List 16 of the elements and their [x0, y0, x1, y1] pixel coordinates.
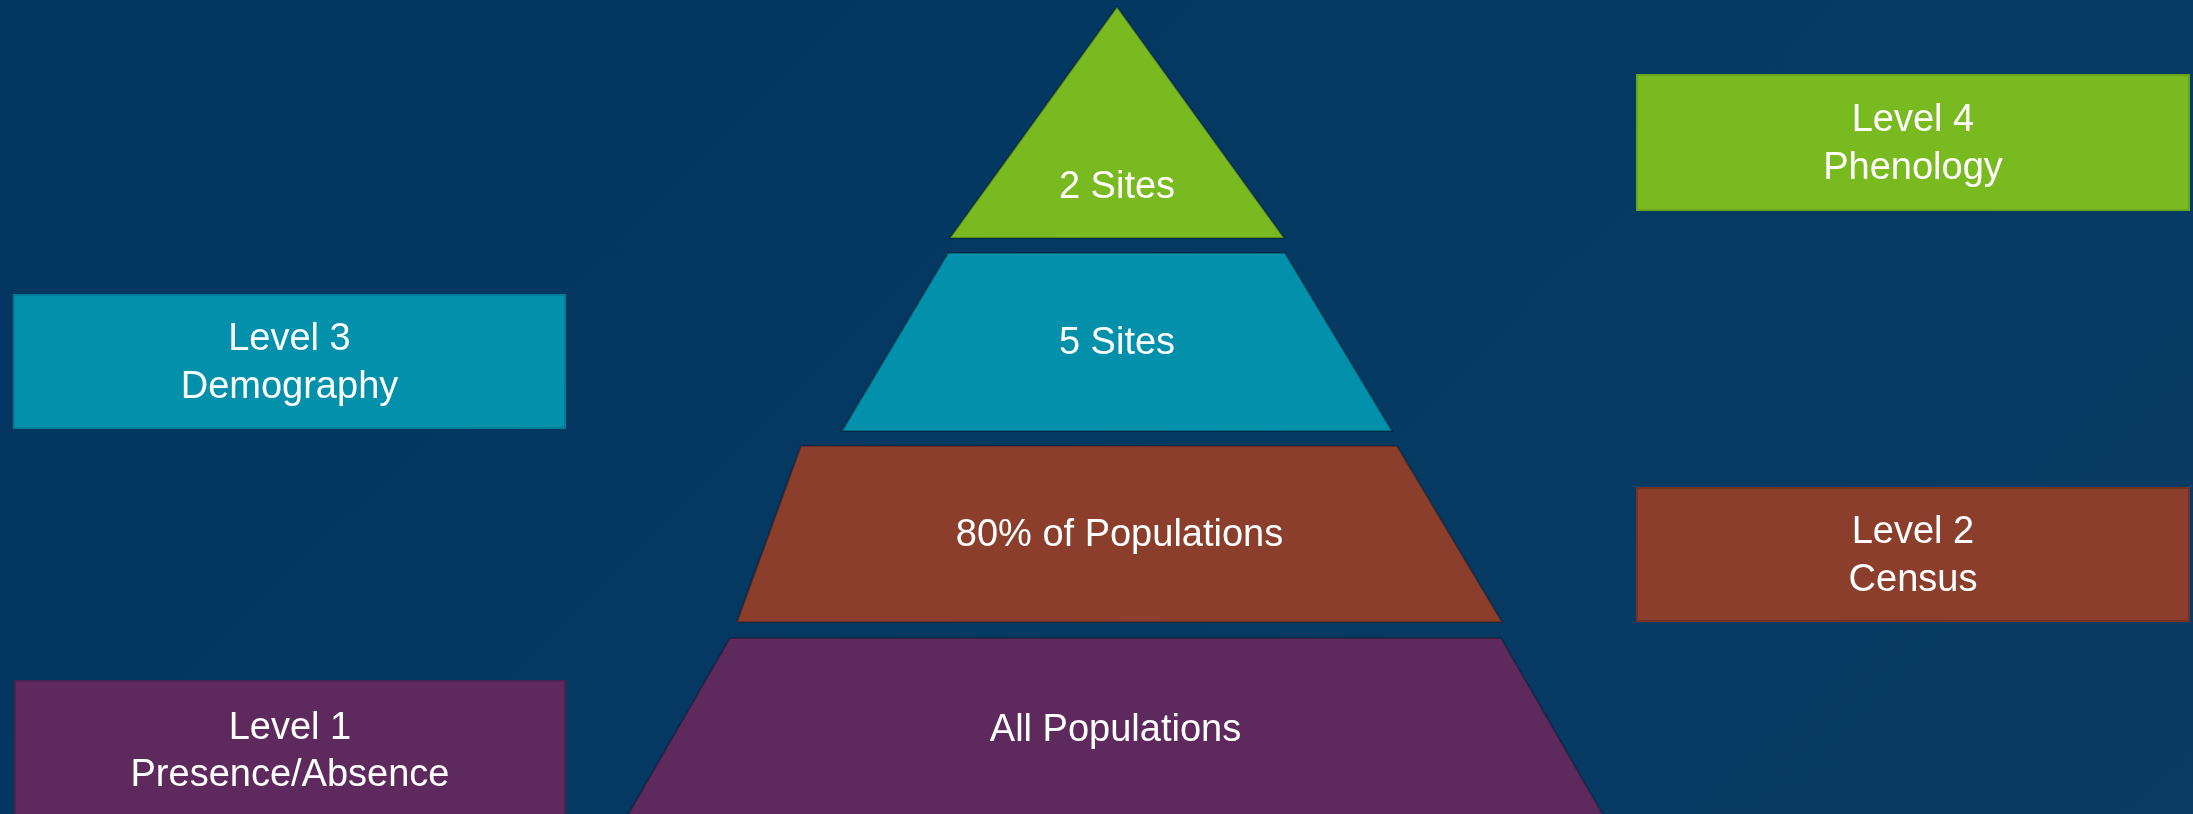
- level-title: Level 1: [228, 703, 352, 749]
- level-box: [14, 680, 566, 814]
- level-title: Level 2: [1851, 508, 1975, 553]
- level-description: Phenology: [1823, 143, 2003, 189]
- level-title: Level 4: [1851, 96, 1975, 141]
- tier-label: All Populations: [989, 706, 1242, 752]
- level-description: Presence/Absence: [130, 751, 450, 796]
- level-box: [1636, 487, 2190, 622]
- level-description: Demography: [180, 362, 399, 408]
- level-box: [1636, 74, 2190, 211]
- level-box: [13, 294, 566, 429]
- level-description: Census: [1848, 555, 1978, 601]
- tier-label: 2 Sites: [1058, 163, 1176, 209]
- tier-label: 5 Sites: [1058, 319, 1176, 365]
- level-title: Level 3: [228, 315, 351, 360]
- tier-label: 80% of Populations: [955, 511, 1284, 557]
